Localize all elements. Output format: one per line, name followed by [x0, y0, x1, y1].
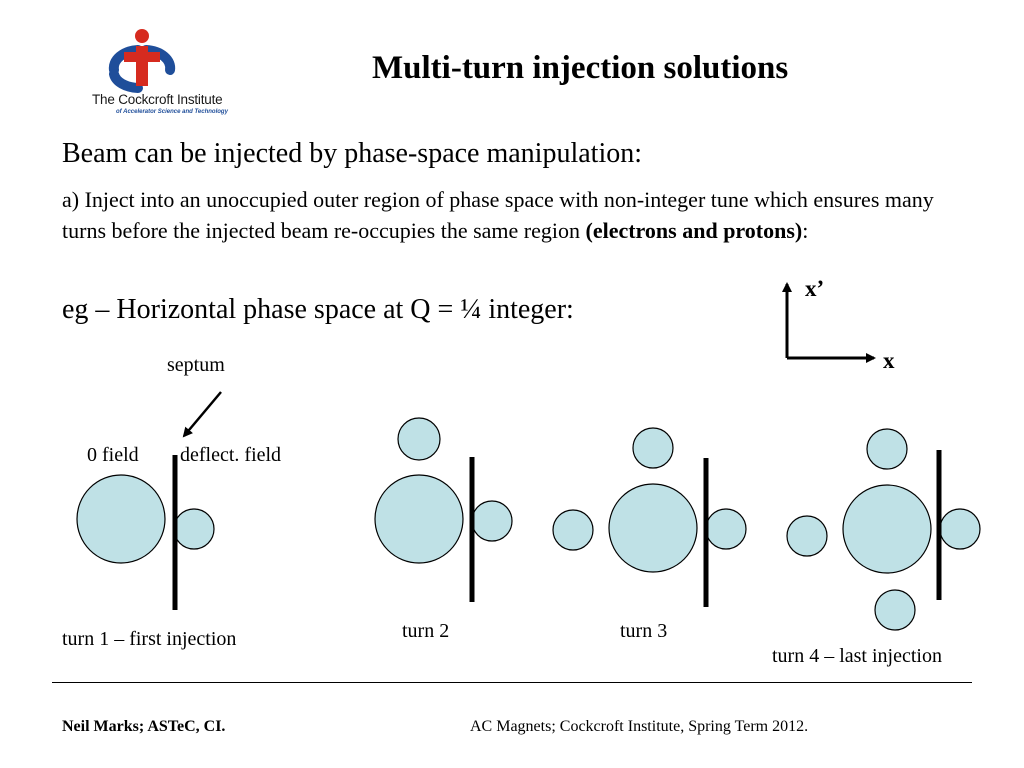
turn-1-group — [76, 455, 215, 610]
paragraph-a-bold: (electrons and protons) — [585, 218, 803, 243]
y-axis-label: x’ — [805, 276, 825, 301]
beam-top — [632, 427, 674, 469]
logo-main-text: The Cockcroft Institute — [92, 92, 223, 107]
intro-line: Beam can be injected by phase-space mani… — [62, 138, 643, 169]
turn-1-label: turn 1 – first injection — [62, 628, 237, 650]
beam-core — [842, 484, 932, 574]
beam-bottom — [874, 589, 916, 631]
beam-top — [397, 417, 441, 461]
beam-left — [786, 515, 828, 557]
septum-label: septum — [167, 354, 225, 376]
cockcroft-institute-logo: The Cockcroft Institute of Accelerator S… — [90, 28, 250, 120]
slide-title: Multi-turn injection solutions — [372, 50, 789, 86]
injected-beam — [939, 508, 981, 550]
footer-author: Neil Marks; ASTeC, CI. — [62, 718, 226, 735]
turn-2-label: turn 2 — [402, 620, 450, 642]
beam-left — [552, 509, 594, 551]
beam-core — [374, 474, 464, 564]
injected-beam — [705, 508, 747, 550]
turn-3-label: turn 3 — [620, 620, 668, 642]
beam-core — [608, 483, 698, 573]
paragraph-a-text: a) Inject into an unoccupied outer regio… — [62, 187, 934, 243]
injected-beam — [471, 500, 513, 542]
septum-pointer-arrow — [182, 391, 222, 438]
footer-course: AC Magnets; Cockcroft Institute, Spring … — [470, 718, 809, 735]
axes-indicator — [782, 282, 876, 363]
footer-divider — [52, 682, 972, 683]
x-axis-label: x — [883, 348, 895, 373]
turn-4-group — [786, 428, 981, 631]
beam-core — [76, 474, 166, 564]
turn-4-label: turn 4 – last injection — [772, 645, 942, 667]
logo-emblem-icon — [108, 29, 176, 93]
paragraph-a-tail: : — [802, 218, 809, 243]
beam-top — [866, 428, 908, 470]
turn-3-group — [552, 427, 747, 607]
turn-2-group — [374, 417, 513, 602]
example-line: eg – Horizontal phase space at Q = ¼ int… — [62, 294, 574, 325]
zero-field-label: 0 field — [87, 444, 139, 466]
logo-sub-text: of Accelerator Science and Technology — [116, 109, 228, 115]
injected-beam — [173, 508, 215, 550]
deflect-field-label: deflect. field — [180, 444, 282, 466]
paragraph-a: a) Inject into an unoccupied outer regio… — [62, 184, 962, 246]
